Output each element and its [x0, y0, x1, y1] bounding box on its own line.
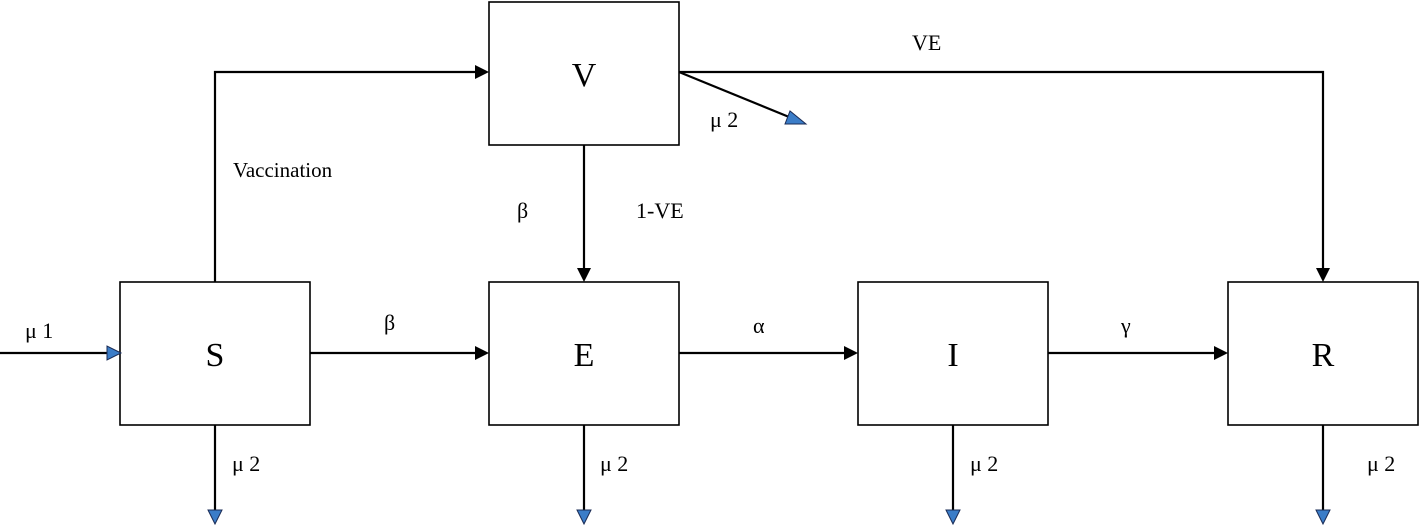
v-outflow-mu2-arrowhead [784, 110, 808, 125]
node-v-label: V [572, 57, 597, 94]
label-mu2-i: μ 2 [970, 451, 998, 476]
node-i-label: I [947, 337, 958, 374]
v-outflow-mu2-arrow [678, 70, 795, 121]
node-r-box [1227, 281, 1419, 426]
label-gamma: γ [1120, 313, 1131, 338]
i-outflow-mu2-arrowhead [945, 509, 961, 525]
i-to-r-arrowhead [1214, 346, 1228, 360]
label-beta-v: β [517, 198, 528, 223]
node-s-box [119, 281, 311, 426]
label-beta-s: β [384, 310, 395, 335]
s-to-e-arrowhead [475, 346, 489, 360]
v-to-r-arrow [679, 70, 1325, 269]
label-mu1: μ 1 [25, 318, 53, 343]
v-to-e-arrowhead [577, 268, 591, 282]
inflow-mu1-arrowhead [106, 345, 123, 361]
label-mu2-s: μ 2 [232, 451, 260, 476]
label-vaccination: Vaccination [233, 158, 333, 182]
label-mu2-v: μ 2 [710, 107, 738, 132]
label-mu2-e: μ 2 [600, 451, 628, 476]
node-i-box [857, 281, 1049, 426]
e-outflow-mu2-arrowhead [576, 509, 592, 525]
e-to-i-arrowhead [844, 346, 858, 360]
r-outflow-mu2-arrowhead [1315, 509, 1331, 525]
node-s-label: S [206, 337, 225, 374]
label-alpha: α [753, 313, 765, 338]
node-r-label: R [1312, 337, 1335, 374]
label-mu2-r: μ 2 [1367, 451, 1395, 476]
node-e-label: E [574, 337, 595, 374]
s-outflow-mu2-arrowhead [207, 509, 223, 525]
s-to-v-arrowhead [475, 65, 489, 79]
node-e-box [488, 281, 680, 426]
v-to-r-arrowhead [1316, 268, 1330, 282]
s-to-v-arrow [213, 70, 476, 282]
label-one-minus-ve: 1-VE [636, 198, 684, 223]
label-ve: VE [912, 30, 941, 55]
node-v-box [488, 1, 680, 146]
